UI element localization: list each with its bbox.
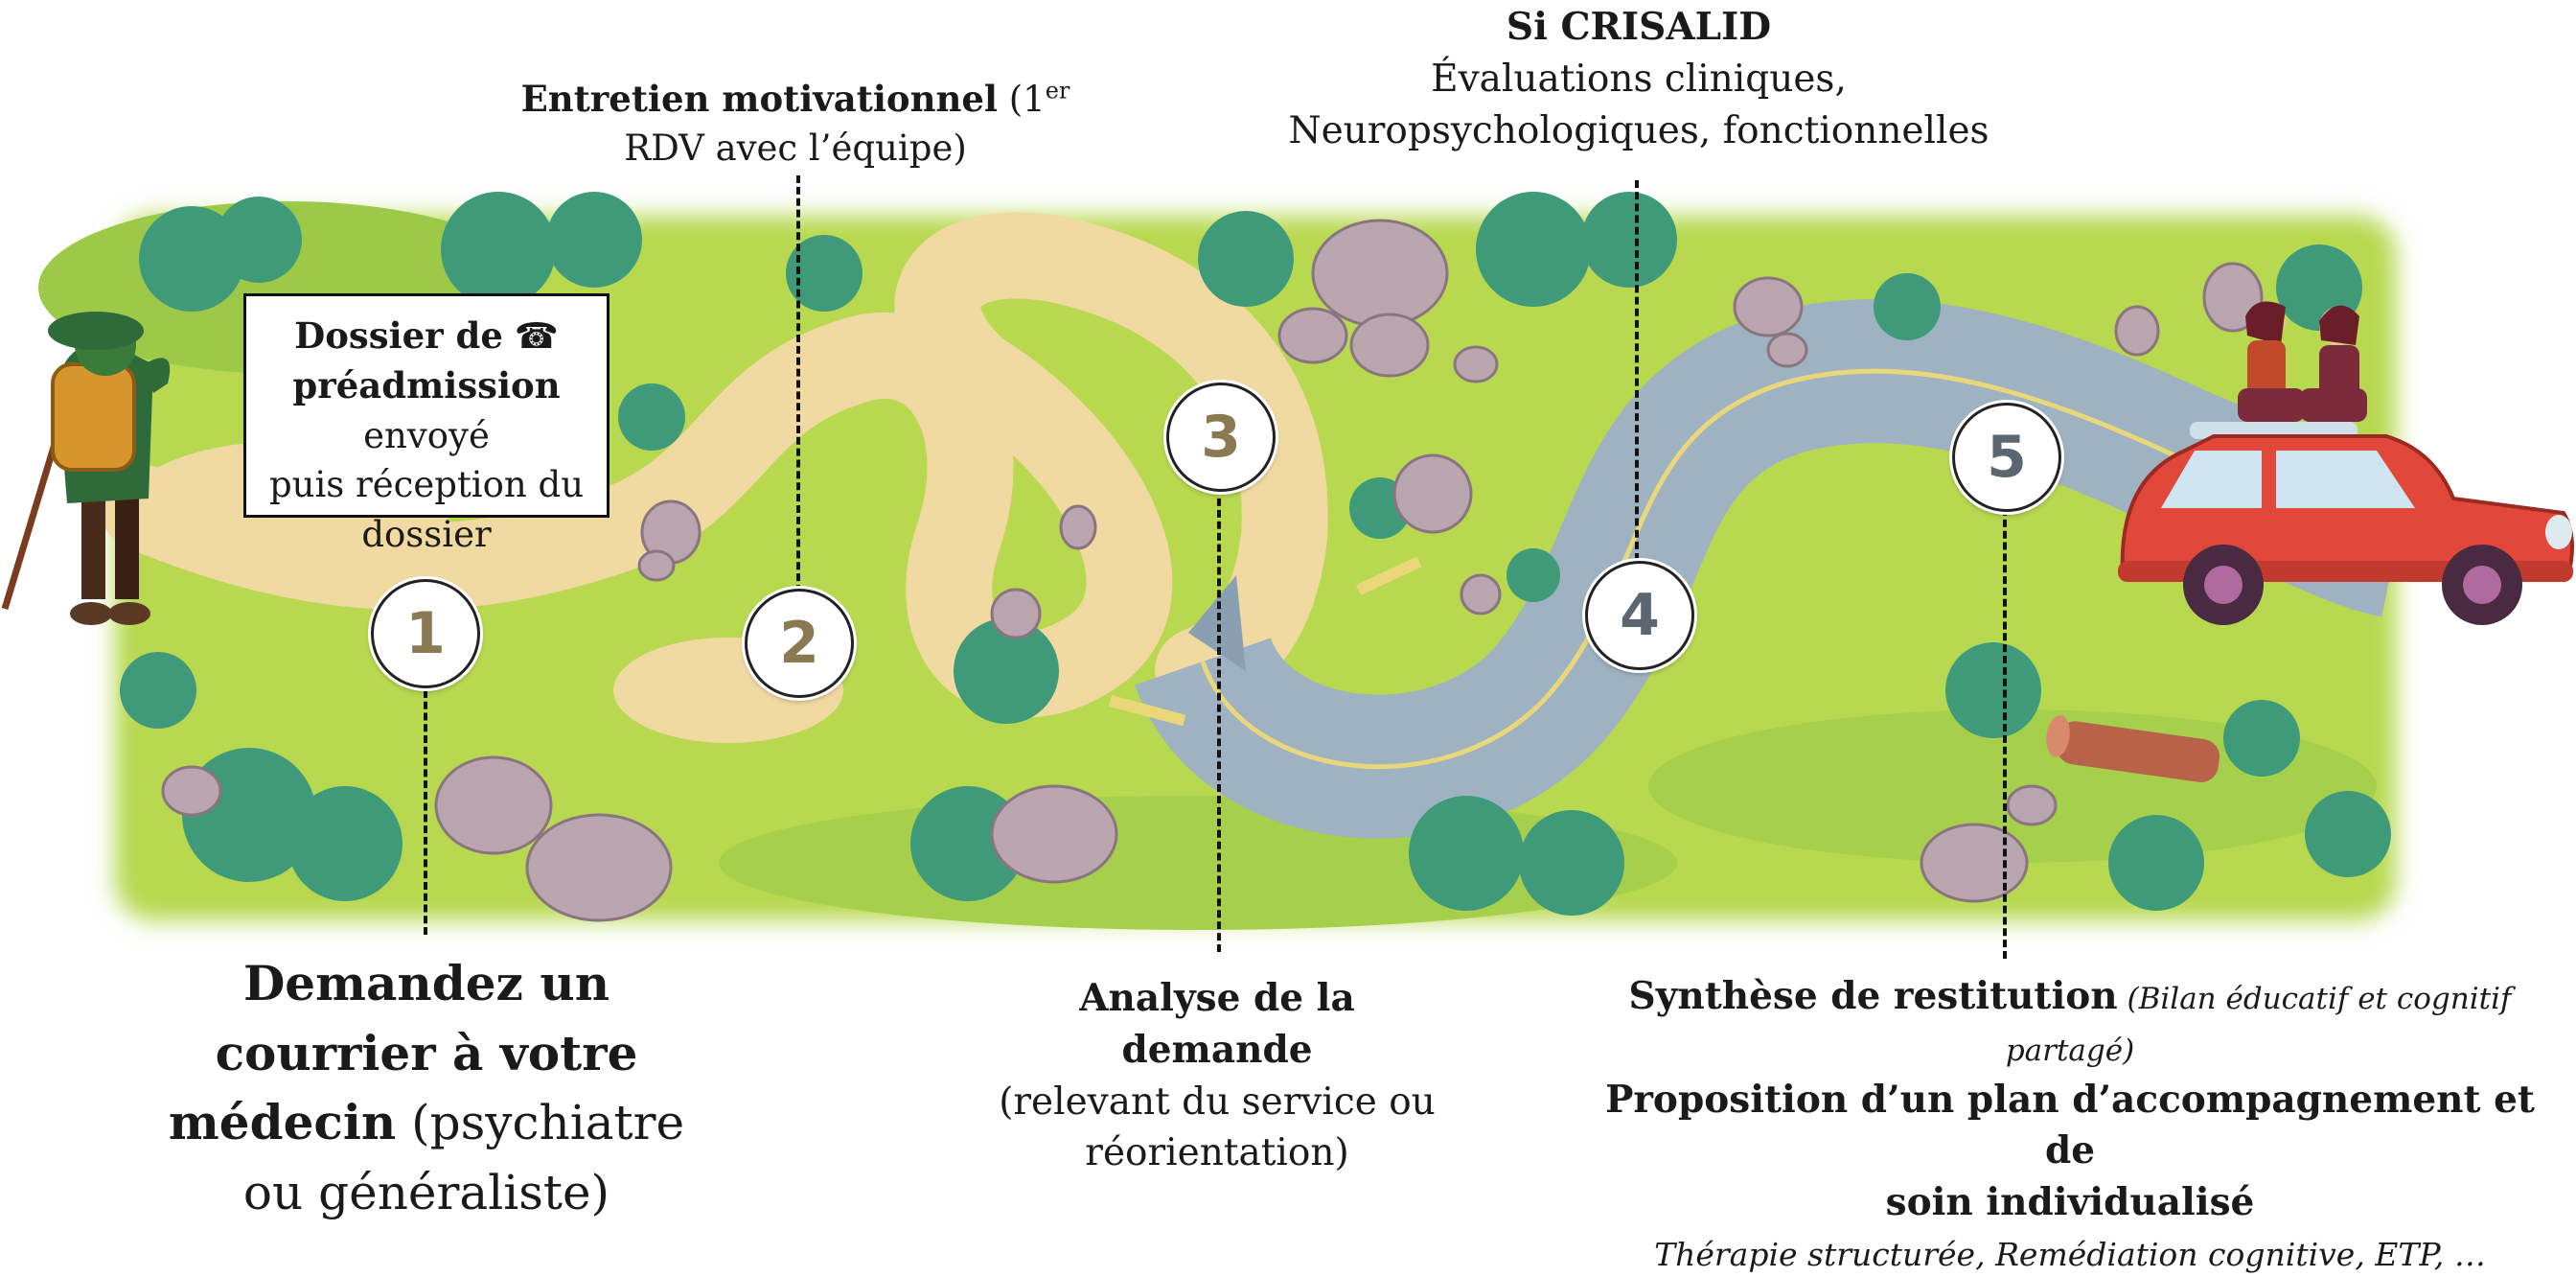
step-2-caption: Entretien motivationnel (1er RDV avec l’… — [498, 75, 1092, 173]
step-5-line-2: Proposition d’un plan d’accompagnement e… — [1605, 1077, 2535, 1173]
step-2-marker: 2 — [745, 589, 854, 698]
connector-step-5 — [2003, 508, 2007, 959]
step-2-title-line-2: RDV avec l’équipe) — [624, 128, 967, 170]
connector-step-3 — [1217, 487, 1221, 952]
step-1-marker: 1 — [371, 579, 480, 688]
car-with-passengers-illustration — [2118, 301, 2574, 625]
box-line-3: puis réception du — [268, 464, 585, 506]
step-4-caption: Si CRISALID Évaluations cliniques, Neuro… — [1284, 2, 1993, 156]
step-3-marker: 3 — [1166, 383, 1276, 492]
step-4-line-3: Neuropsychologiques, fonctionnelles — [1288, 108, 1990, 152]
step-2-title-bold: Entretien motivationnel — [520, 78, 998, 120]
step-1-dossier-box: Dossier de ☎ préadmission envoyé puis ré… — [243, 293, 610, 555]
connector-step-2 — [796, 175, 800, 592]
step-5-marker: 5 — [1952, 403, 2061, 512]
step-1-title-line-1: Demandez un — [242, 955, 610, 1011]
step-1-title-line-3-rest: (psychiatre — [396, 1095, 685, 1150]
step-2-title-sup: er — [1045, 77, 1070, 104]
step-3-title: Analyse de la demande — [1079, 976, 1355, 1072]
step-4-marker: 4 — [1585, 561, 1694, 670]
fallen-log — [2046, 714, 2220, 782]
connector-step-4 — [1635, 180, 1639, 561]
step-3-line-2: (relevant du service ou — [999, 1080, 1436, 1124]
step-5-title-italic: (Bilan éducatif et cognitif partagé) — [2005, 982, 2512, 1068]
step-1-title-line-3-bold: médecin — [168, 1094, 397, 1150]
step-4-line-2: Évaluations cliniques, — [1431, 57, 1847, 101]
step-1-caption: Demandez un courrier à votre médecin (ps… — [144, 949, 709, 1227]
rocks — [161, 219, 2264, 922]
step-5-title: Synthèse de restitution — [1628, 974, 2118, 1018]
step-1-title-line-4: ou généraliste) — [242, 1164, 610, 1220]
landscape-illustration — [1, 192, 2574, 930]
step-5-caption: Synthèse de restitution (Bilan éducatif … — [1591, 971, 2549, 1277]
step-2-title-rest: (1 — [997, 79, 1046, 120]
box-bold-2: préadmission — [292, 363, 561, 406]
step-3-line-3: réorientation) — [1085, 1131, 1349, 1175]
phone-icon: ☎ — [514, 315, 559, 357]
box-line-4: dossier — [361, 514, 492, 556]
step-5-line-3: soin individualisé — [1885, 1180, 2255, 1225]
step-5-line-4: Thérapie structurée, Remédiation cogniti… — [1654, 1236, 2486, 1274]
step-3-caption: Analyse de la demande (relevant du servi… — [978, 973, 1457, 1179]
box-rest-1: envoyé — [363, 414, 490, 456]
hiker-illustration — [1, 312, 171, 625]
connector-step-1 — [424, 690, 427, 935]
step-4-title: Si CRISALID — [1506, 5, 1772, 49]
step-1-title-line-2: courrier à votre — [215, 1024, 638, 1081]
box-bold-1: Dossier de — [294, 314, 503, 357]
